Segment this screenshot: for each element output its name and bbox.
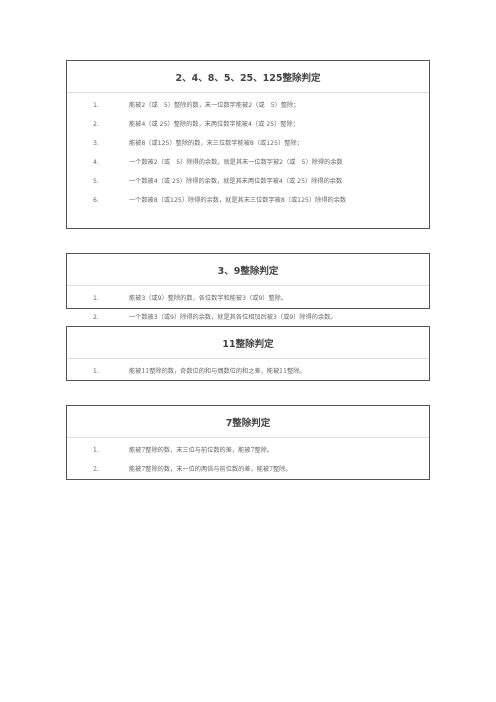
list-item: 2. 一个数被3（或9）除得的余数，就是其各位相加后被3（或9）除得的余数。 bbox=[67, 313, 429, 332]
item-number: 4. bbox=[93, 159, 99, 166]
list-item: 6. 一个数被8（或125）除得的余数，就是其末三位数字被8（或125）除得的余… bbox=[67, 196, 429, 215]
item-number: 2. bbox=[93, 121, 99, 128]
section-box-3-9: 3、9整除判定 1. 能被3（或9）整除的数，各位数字和能被3（或9）整除。 2… bbox=[66, 253, 430, 321]
item-number: 5. bbox=[93, 178, 99, 185]
item-number: 2. bbox=[93, 466, 99, 473]
item-number: 1. bbox=[93, 102, 99, 109]
item-number: 1. bbox=[93, 295, 99, 302]
item-text: 能被4（或 25）整除的数，末两位数字能被4（或 25）整除； bbox=[129, 121, 299, 128]
section-title: 7整除判定 bbox=[67, 406, 429, 446]
list-item: 5. 一个数被4（或 25）除得的余数，就是其末两位数字被4（或 25）除得的余… bbox=[67, 177, 429, 196]
item-text: 一个数被8（或125）除得的余数，就是其末三位数字被8（或125）除得的余数 bbox=[129, 197, 347, 204]
item-text: 能被7整除的数，末一位的两倍与前位数的差，能被7整除。 bbox=[129, 466, 292, 473]
section-title: 11整除判定 bbox=[67, 327, 429, 367]
item-text: 一个数被4（或 25）除得的余数，就是其末两位数字被4（或 25）除得的余数 bbox=[129, 178, 343, 185]
item-text: 一个数被3（或9）除得的余数，就是其各位相加后被3（或9）除得的余数。 bbox=[129, 314, 337, 321]
item-text: 能被2（或 5）整除的数，末一位数字能被2（或 5）整除； bbox=[129, 102, 300, 109]
item-text: 能被3（或9）整除的数，各位数字和能被3（或9）整除。 bbox=[129, 295, 288, 302]
list-item: 3. 能被8（或125）整除的数，末三位数字能被8（或125）整除； bbox=[67, 139, 429, 158]
list-item: 1. 能被7整除的数，末三位与前位数的差，能被7整除。 bbox=[67, 446, 429, 465]
item-number: 3. bbox=[93, 140, 99, 147]
item-number: 1. bbox=[93, 447, 99, 454]
item-text: 一个数被2（或 5）除得的余数，就是其末一位数字被2（或 5）除得的余数 bbox=[129, 159, 343, 166]
item-number: 6. bbox=[93, 197, 99, 204]
section-box-2-4-8-5-25-125: 2、4、8、5、25、125整除判定 1. 能被2（或 5）整除的数，末一位数字… bbox=[66, 60, 430, 229]
section-box-7: 7整除判定 1. 能被7整除的数，末三位与前位数的差，能被7整除。 2. 能被7… bbox=[66, 405, 430, 480]
item-text: 能被8（或125）整除的数，末三位数字能被8（或125）整除； bbox=[129, 140, 303, 147]
item-number: 1. bbox=[93, 368, 99, 375]
list-item: 1. 能被3（或9）整除的数，各位数字和能被3（或9）整除。 bbox=[67, 294, 429, 313]
section-title: 2、4、8、5、25、125整除判定 bbox=[67, 61, 429, 101]
list-item: 4. 一个数被2（或 5）除得的余数，就是其末一位数字被2（或 5）除得的余数 bbox=[67, 158, 429, 177]
item-text: 能被7整除的数，末三位与前位数的差，能被7整除。 bbox=[129, 447, 273, 454]
list-item: 1. 能被2（或 5）整除的数，末一位数字能被2（或 5）整除； bbox=[67, 101, 429, 120]
list-item: 2. 能被4（或 25）整除的数，末两位数字能被4（或 25）整除； bbox=[67, 120, 429, 139]
section-box-11: 11整除判定 1. 能被11整除的数，奇数位的和与偶数位的和之差，能被11整除。 bbox=[66, 326, 430, 381]
item-number: 2. bbox=[93, 314, 99, 321]
item-text: 能被11整除的数，奇数位的和与偶数位的和之差，能被11整除。 bbox=[129, 368, 306, 375]
section-title: 3、9整除判定 bbox=[67, 254, 429, 294]
list-item: 1. 能被11整除的数，奇数位的和与偶数位的和之差，能被11整除。 bbox=[67, 367, 429, 386]
list-item: 2. 能被7整除的数，末一位的两倍与前位数的差，能被7整除。 bbox=[67, 465, 429, 484]
